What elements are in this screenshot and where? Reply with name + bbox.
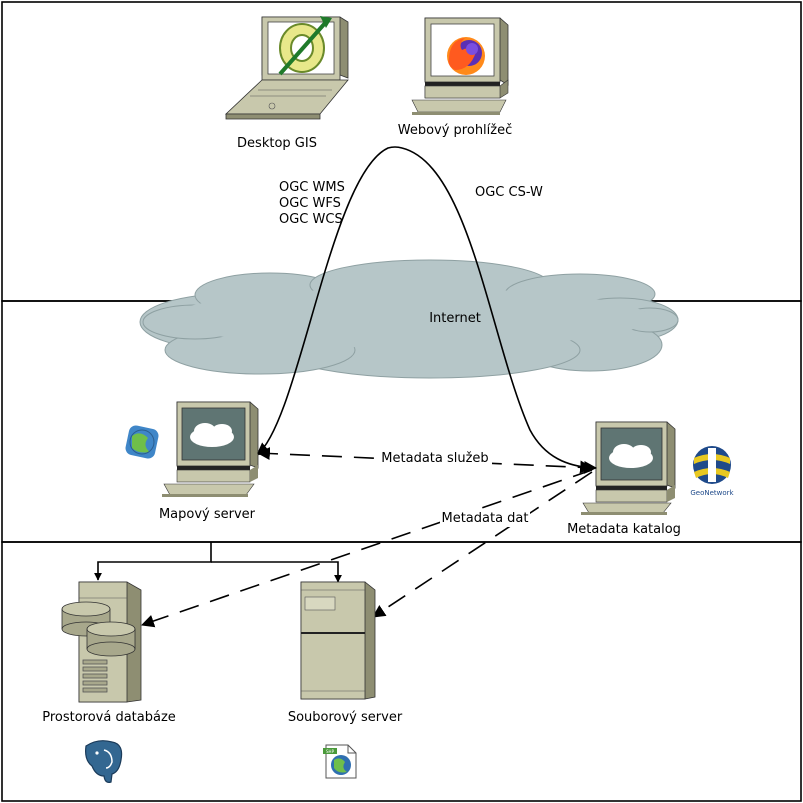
ogc-wms-label: OGC WMS <box>279 180 345 195</box>
geo-file-icon: SHP <box>323 744 357 779</box>
internet-cloud <box>139 259 679 379</box>
service-metadata-label-bg <box>380 448 492 466</box>
data-metadata-label: Metadata dat <box>441 511 528 526</box>
map-server-label: Mapový server <box>159 507 256 522</box>
postgresql-elephant-icon <box>85 740 123 783</box>
zone-data <box>1 541 802 802</box>
data-metadata-link-file <box>372 471 593 618</box>
map-server-computer[interactable] <box>162 401 259 497</box>
desktop-gis-label: Desktop GIS <box>237 136 317 151</box>
service-metadata-label: Metadata služeb <box>381 451 488 466</box>
spatial-database-label: Prostorová databáze <box>42 710 176 725</box>
firefox-logo-icon <box>447 37 485 75</box>
file-server-label: Souborový server <box>288 710 403 725</box>
qgis-logo-icon <box>278 16 332 76</box>
globe-icon <box>125 425 159 459</box>
metadata-catalog-label: Metadata katalog <box>567 522 681 537</box>
web-browser-label: Webový prohlížeč <box>398 123 513 138</box>
ogc-wfs-label: OGC WFS <box>279 196 341 211</box>
ogc-wcs-label: OGC WCS <box>279 212 343 227</box>
spatial-database-server[interactable] <box>61 581 142 703</box>
service-request-curve <box>256 146 594 474</box>
geonetwork-wordmark: GeoNetwork <box>690 489 734 497</box>
data-metadata-label-bg <box>440 509 530 527</box>
data-source-connectors <box>94 542 342 583</box>
file-server[interactable] <box>300 581 376 700</box>
ogc-csw-label: OGC CS-W <box>475 185 543 200</box>
zone-clients <box>1 1 802 302</box>
internet-label: Internet <box>429 311 481 326</box>
metadata-catalog-computer[interactable] <box>581 421 676 515</box>
geonetwork-logo-icon: GeoNetwork <box>690 446 735 497</box>
geo-file-badge: SHP <box>326 749 335 754</box>
data-metadata-link-db <box>140 469 593 628</box>
